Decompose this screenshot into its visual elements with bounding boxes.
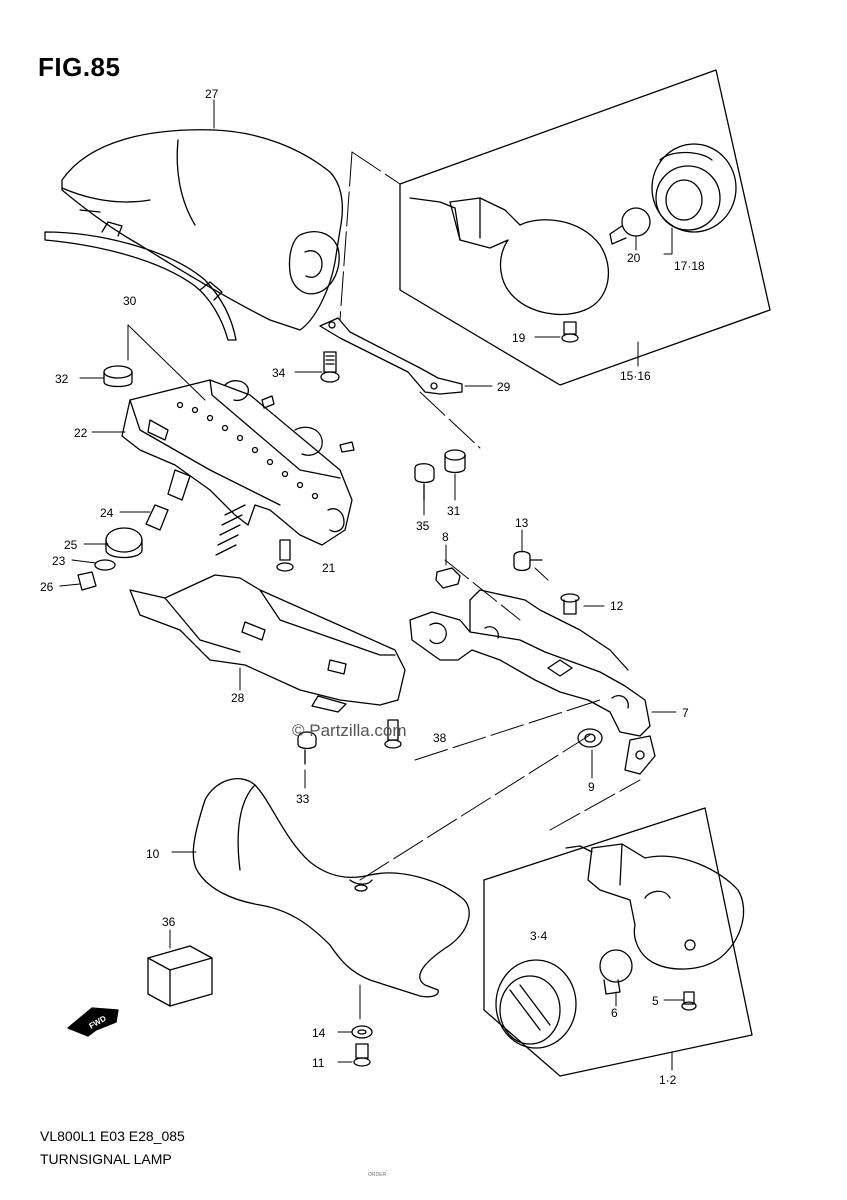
callout-30: 30 <box>123 294 137 308</box>
callout-3-4: 3·4 <box>530 929 548 943</box>
callout-26: 26 <box>40 580 54 594</box>
assembly-box-15-16 <box>399 69 771 386</box>
callout-labels: 27 30 32 34 29 22 24 25 23 26 21 35 31 1… <box>40 87 705 1087</box>
callout-35: 35 <box>416 519 430 533</box>
assembly-box-1-2 <box>483 807 753 1077</box>
callout-33: 33 <box>296 792 310 806</box>
callout-34: 34 <box>272 366 286 380</box>
part-8-nut <box>435 567 461 589</box>
part-28-cover <box>129 574 406 713</box>
diagram-name: TURNSIGNAL LAMP <box>40 1151 172 1167</box>
callout-10: 10 <box>146 847 160 861</box>
figure-title: FIG.85 <box>38 52 121 82</box>
part-stud-bolts <box>145 469 246 556</box>
fwd-arrow-icon <box>67 1007 119 1037</box>
part-29-plate <box>319 317 463 395</box>
callout-17-18: 17·18 <box>674 259 705 273</box>
part-30-reflector-strip <box>44 221 237 341</box>
part-25-rubber-mount <box>77 527 143 591</box>
callout-23: 23 <box>52 554 66 568</box>
part-12-screw <box>560 593 580 615</box>
callout-29: 29 <box>497 380 511 394</box>
leader-lines <box>59 99 685 1071</box>
callout-6: 6 <box>611 1006 618 1020</box>
callout-8: 8 <box>442 530 449 544</box>
callout-1-2: 1·2 <box>659 1073 677 1087</box>
part-31-collar <box>444 449 466 474</box>
callout-31: 31 <box>447 504 461 518</box>
callout-20: 20 <box>627 251 641 265</box>
callout-21: 21 <box>322 561 336 575</box>
part-11-screw <box>353 1043 371 1067</box>
part-7-bracket <box>409 589 656 775</box>
part-34-bolt <box>320 351 340 383</box>
callout-13: 13 <box>515 516 529 530</box>
part-20-bulb <box>609 207 651 245</box>
part-14-washer <box>351 1025 373 1039</box>
tiny-footnote: ORDER <box>368 1172 387 1178</box>
part-32-grommet <box>103 365 133 388</box>
callout-25: 25 <box>64 538 78 552</box>
part-36-relay <box>147 945 213 1007</box>
part-5-screw <box>681 991 697 1011</box>
part-9-washer <box>577 728 603 748</box>
part-21-screw <box>276 539 294 572</box>
callout-9: 9 <box>588 780 595 794</box>
callout-27: 27 <box>205 87 219 101</box>
part-38-screw <box>384 719 402 749</box>
part-22-bracket <box>121 379 355 546</box>
callout-36: 36 <box>162 915 176 929</box>
callout-24: 24 <box>100 506 114 520</box>
callout-7: 7 <box>682 706 689 720</box>
part-35-bolt <box>414 463 435 501</box>
part-19-screw <box>561 321 579 343</box>
part-33-screw <box>297 731 317 765</box>
part-turn-signal-lower <box>565 843 745 970</box>
part-17-18-lens <box>651 143 737 233</box>
part-27-rear-cowl <box>61 129 343 331</box>
part-6-bulb <box>599 949 633 995</box>
callout-12: 12 <box>610 599 624 613</box>
watermark: © Partzilla.com <box>292 721 407 740</box>
part-10-lower-cover <box>192 778 470 998</box>
callout-22: 22 <box>74 426 88 440</box>
callout-15-16: 15·16 <box>620 369 651 383</box>
part-turn-signal-upper <box>409 197 610 316</box>
part-13-bolt <box>513 550 543 572</box>
callout-38: 38 <box>433 731 447 745</box>
callout-19: 19 <box>512 331 526 345</box>
callout-5: 5 <box>652 994 659 1008</box>
callout-14: 14 <box>312 1026 326 1040</box>
callout-32: 32 <box>55 372 69 386</box>
callout-11: 11 <box>312 1056 325 1070</box>
part-3-4-lens <box>495 959 577 1049</box>
callout-28: 28 <box>231 691 245 705</box>
diagram-code: VL800L1 E03 E28_085 <box>40 1128 185 1144</box>
